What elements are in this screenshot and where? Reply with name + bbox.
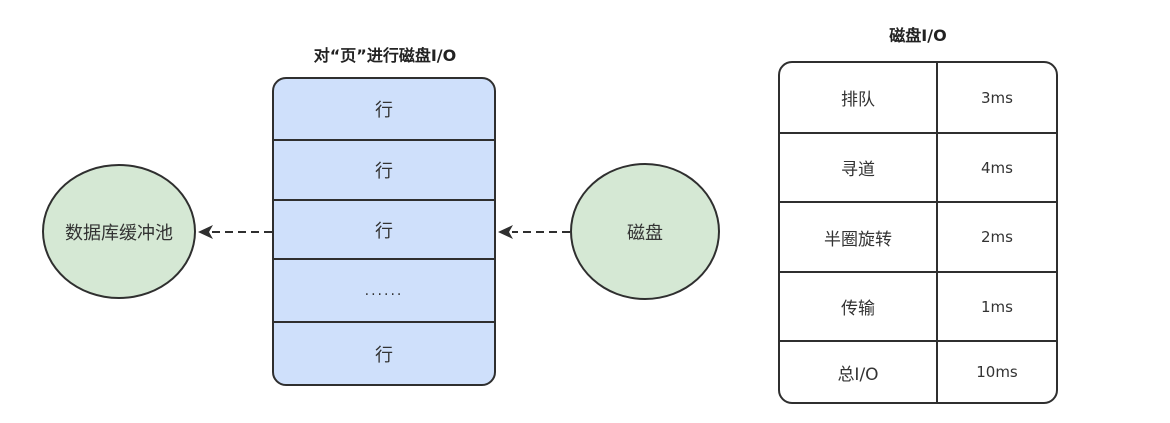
disk-node: 磁盘 — [570, 163, 720, 300]
page-row-5: 行 — [274, 321, 494, 384]
page-io-title: 对“页”进行磁盘I/O — [313, 46, 457, 65]
page-row-ellipsis: ...... — [274, 258, 494, 321]
disk-io-table: 排队 3ms 寻道 4ms 半圈旋转 2ms 传输 1ms 总I/O 10ms — [778, 61, 1058, 404]
page-row-1: 行 — [375, 100, 393, 121]
table-row: 半圈旋转 2ms — [780, 201, 1056, 271]
step-time: 2ms — [981, 228, 1013, 246]
arrow-page-to-buffer — [198, 225, 272, 239]
table-column-divider — [936, 63, 938, 402]
table-row-total: 总I/O 10ms — [780, 340, 1056, 402]
step-time: 3ms — [981, 88, 1013, 107]
page-row-2: 行 — [274, 139, 494, 199]
arrow-disk-to-page — [498, 225, 570, 239]
step-name: 半圈旋转 — [824, 229, 892, 250]
disk-label: 磁盘 — [627, 222, 663, 244]
table-row: 传输 1ms — [780, 271, 1056, 340]
buffer-pool-label: 数据库缓冲池 — [65, 222, 173, 244]
data-page: 行 行 行 ...... 行 — [272, 77, 496, 386]
step-time: 1ms — [981, 297, 1013, 316]
table-row: 寻道 4ms — [780, 132, 1056, 201]
step-name: 排队 — [841, 90, 875, 110]
step-time: 4ms — [981, 158, 1013, 177]
step-name: 传输 — [841, 299, 875, 319]
total-name: 总I/O — [837, 364, 879, 385]
page-row-3: 行 — [274, 199, 494, 258]
buffer-pool-node: 数据库缓冲池 — [42, 164, 196, 299]
disk-io-table-title: 磁盘I/O — [889, 26, 947, 45]
step-name: 寻道 — [841, 160, 875, 180]
table-row: 排队 3ms — [780, 63, 1056, 132]
total-time: 10ms — [976, 363, 1018, 381]
